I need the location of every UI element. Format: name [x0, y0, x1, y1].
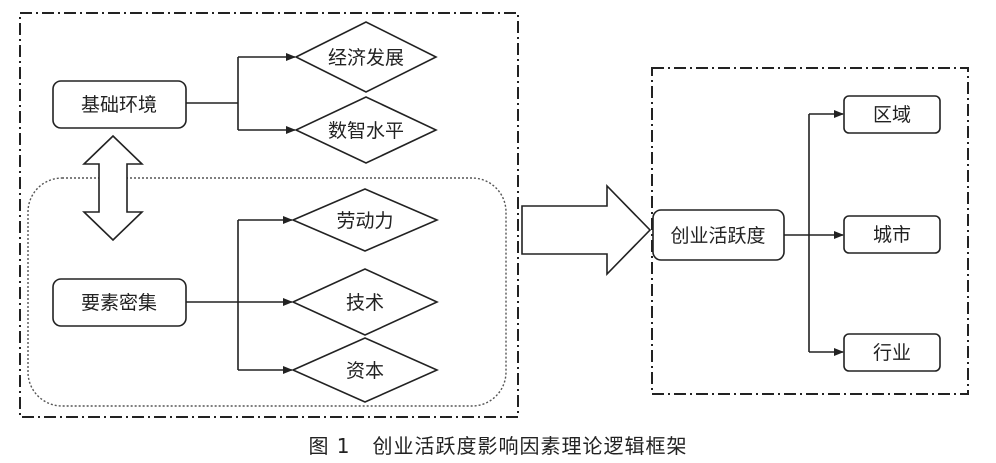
- node-label: 资本: [346, 360, 384, 382]
- figure-title: 创业活跃度影响因素理论逻辑框架: [372, 434, 688, 458]
- node-label: 数智水平: [328, 120, 404, 142]
- node-industry: 行业: [843, 333, 941, 372]
- factor-subgroup-frame: [27, 177, 507, 407]
- right-group-frame: [651, 67, 969, 395]
- big-right-arrow: [521, 184, 652, 276]
- activity-connectors: [784, 110, 844, 356]
- node-entrepreneurial-activity: 创业活跃度: [652, 209, 785, 261]
- node-capital: 资本: [291, 337, 439, 403]
- node-base-environment: 基础环境: [52, 80, 187, 129]
- node-label: 技术: [346, 292, 384, 314]
- node-technology: 技术: [291, 268, 439, 336]
- node-label: 创业活跃度: [670, 225, 765, 247]
- node-label: 城市: [873, 224, 911, 246]
- bidirectional-arrow: [82, 134, 144, 242]
- base-environment-connectors: [186, 53, 296, 134]
- left-group-frame: [19, 12, 519, 418]
- node-labor: 劳动力: [290, 188, 440, 252]
- node-city: 城市: [843, 215, 941, 254]
- node-label: 基础环境: [81, 94, 157, 116]
- node-economic-development: 经济发展: [294, 21, 438, 93]
- node-label: 劳动力: [336, 210, 393, 232]
- node-label: 区域: [873, 104, 911, 126]
- figure-number: 图 1: [308, 434, 351, 458]
- node-digital-level: 数智水平: [294, 96, 438, 164]
- node-label: 要素密集: [81, 292, 157, 314]
- factor-density-connectors: [186, 216, 293, 374]
- node-label: 行业: [873, 342, 911, 364]
- figure-caption: 图 1 创业活跃度影响因素理论逻辑框架: [0, 430, 996, 459]
- node-factor-density: 要素密集: [52, 278, 187, 327]
- node-label: 经济发展: [328, 47, 404, 69]
- node-region: 区域: [843, 95, 941, 134]
